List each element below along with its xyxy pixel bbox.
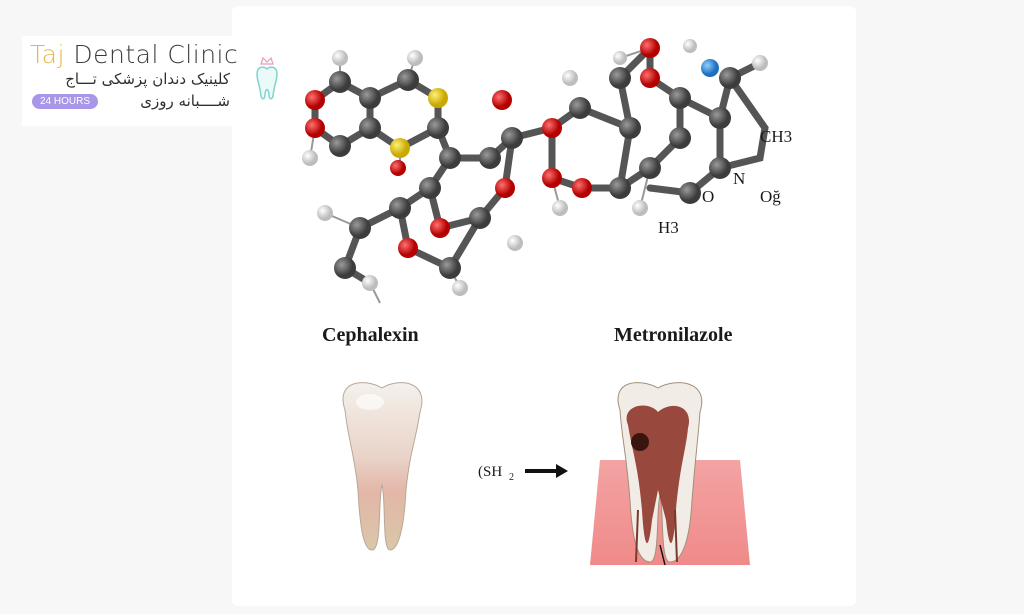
logo-title-rest: Dental Clinic (64, 40, 239, 69)
arrow-label: (SH (478, 464, 502, 480)
atom-label-o: O (702, 187, 714, 206)
tooth-crown-icon (256, 56, 278, 100)
atom-label-ch3: CH3 (760, 127, 792, 146)
decayed-tooth (590, 382, 750, 566)
clinic-logo[interactable]: Taj Dental Clinic کلینیک دندان پزشکی تــ… (22, 36, 238, 126)
arrow-label-sub: 2 (509, 472, 514, 483)
molecule-ball-stick: CH3 N O Oğ H3 (302, 38, 792, 304)
atom-label-h3: H3 (658, 218, 679, 237)
atom-label-n: N (733, 169, 745, 188)
label-metronilazole: Metronilazole (614, 324, 733, 346)
label-cephalexin: Cephalexin (322, 324, 419, 346)
atom-label-og: Oğ (760, 187, 781, 206)
logo-persian-line2: شــــبانه روزی (140, 92, 230, 110)
logo-title: Taj Dental Clinic (30, 40, 238, 69)
teeth-illustration: (SH 2 (342, 382, 750, 566)
healthy-tooth (342, 382, 423, 551)
logo-title-accent: Taj (30, 40, 65, 69)
hours-badge: 24 HOURS (32, 94, 99, 109)
arrow-right-icon (556, 464, 568, 478)
logo-persian-line1: کلینیک دندان پزشکی تـــاج (65, 70, 230, 88)
